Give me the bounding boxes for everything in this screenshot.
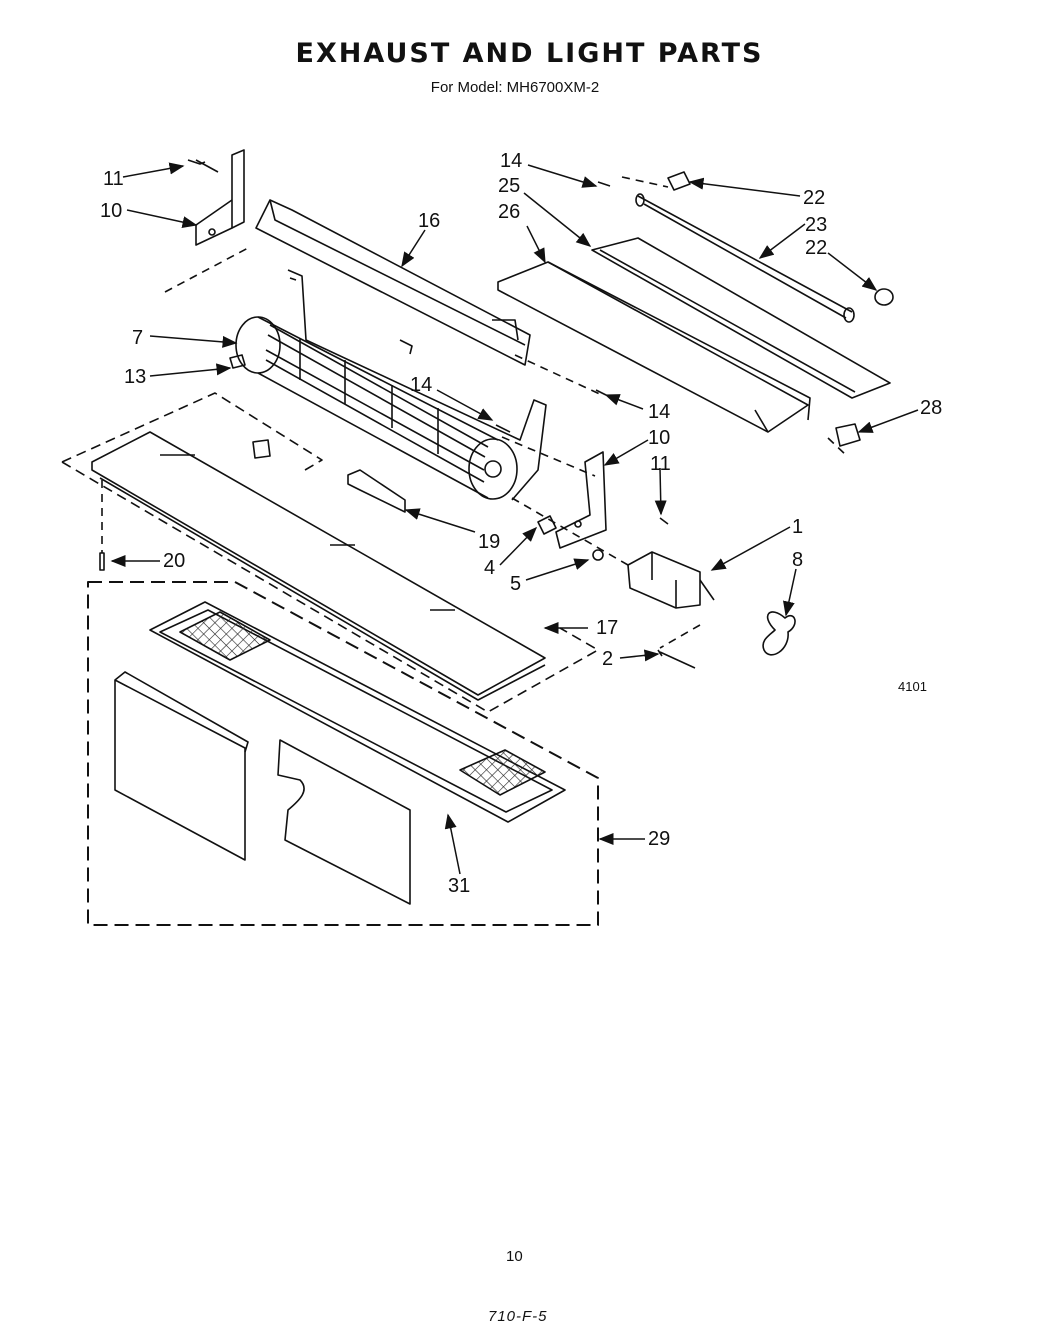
drawing-code: 4101 (898, 679, 927, 694)
fan-blade-part (762, 611, 796, 656)
light-cover-part (591, 237, 891, 399)
filter-kit-boundary (87, 581, 599, 926)
callout-labels: 11 10 16 14 25 26 22 23 22 7 13 14 14 28… (100, 150, 942, 897)
diagram-title: EXHAUST AND LIGHT PARTS (295, 38, 764, 69)
callout-5: 5 (510, 573, 521, 595)
model-subtitle: For Model: MH6700XM-2 (430, 79, 600, 96)
housing-scroll-part (287, 269, 547, 501)
callout-19: 19 (478, 531, 500, 553)
callout-2: 2 (602, 648, 613, 670)
right-bracket-part (555, 451, 607, 549)
block-part (347, 469, 406, 513)
callout-14: 14 (500, 150, 522, 172)
callout-10-right: 10 (648, 427, 670, 449)
socket-part (667, 171, 691, 191)
callout-22-right: 22 (805, 237, 827, 259)
handwritten-stamp: 710-F-5 (488, 1308, 548, 1325)
callout-10: 10 (100, 200, 122, 222)
nut-part (537, 515, 557, 535)
switch-part (835, 423, 861, 447)
callout-29: 29 (648, 828, 670, 850)
filter-panel-right (277, 739, 411, 905)
callout-13: 13 (124, 366, 146, 388)
callout-22: 22 (803, 187, 825, 209)
bottom-tray-part (91, 431, 546, 701)
callout-17: 17 (596, 617, 618, 639)
callout-31: 31 (448, 875, 470, 897)
callout-28: 28 (920, 397, 942, 419)
callout-25: 25 (498, 175, 520, 197)
washer-part (592, 549, 604, 561)
callout-16: 16 (418, 210, 440, 232)
callout-11-right: 11 (650, 453, 671, 475)
mesh-filter-part (149, 601, 566, 823)
callout-11: 11 (103, 168, 124, 190)
screw-part-14a (597, 181, 611, 187)
screw-part-14b (595, 389, 607, 396)
leader-arrows (110, 162, 919, 875)
motor-part (627, 551, 715, 609)
filter-panel-left-lip (114, 671, 249, 753)
callout-26: 26 (498, 201, 520, 223)
left-bracket-part (187, 149, 245, 246)
screw-part-14c (495, 424, 511, 433)
alignment-lines (164, 247, 848, 566)
tube-lamp-part (635, 193, 855, 323)
filter-panel-left (114, 679, 246, 861)
clip-part (229, 354, 246, 369)
callout-8: 8 (792, 549, 803, 571)
blower-wheel-part (235, 316, 518, 500)
screw-part-20 (99, 552, 105, 571)
screw-part-2 (657, 649, 696, 669)
page-number: 10 (506, 1248, 523, 1265)
callout-14-right: 14 (648, 401, 670, 423)
back-panel-part (255, 199, 531, 366)
fastener-alignment-lines (101, 176, 701, 649)
callout-20: 20 (163, 550, 185, 572)
callout-7: 7 (132, 327, 143, 349)
socket-part-right (874, 288, 894, 306)
screw-part-11 (659, 517, 669, 525)
lens-channel-part (497, 261, 811, 433)
callout-4: 4 (484, 557, 495, 579)
assembly-outline (61, 392, 599, 713)
callout-23: 23 (805, 214, 827, 236)
callout-1: 1 (792, 516, 803, 538)
callout-14-center: 14 (410, 374, 432, 396)
